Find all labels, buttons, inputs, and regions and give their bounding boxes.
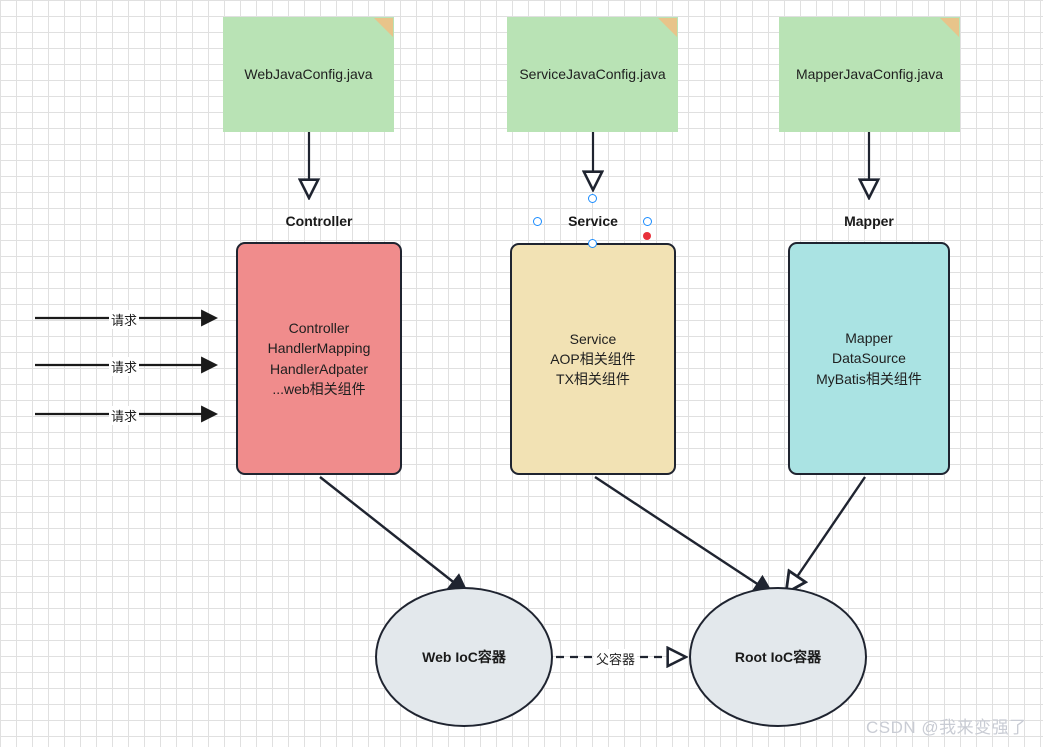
layer-box-text: Controller HandlerMapping HandlerAdpater… [267, 319, 371, 397]
selection-handle-red-connector[interactable] [643, 232, 651, 240]
selection-handle-bottom[interactable] [588, 239, 597, 248]
note-label: ServiceJavaConfig.java [519, 66, 666, 83]
request-arrow-label-2[interactable]: 请求 [109, 357, 140, 376]
request-arrow-label-1[interactable]: 请求 [109, 310, 140, 329]
column-title-controller[interactable]: Controller [285, 213, 353, 229]
edge-controller-to-web-ioc [319, 476, 466, 592]
layer-box-controller[interactable]: Controller HandlerMapping HandlerAdpater… [236, 242, 402, 475]
selection-handle-left[interactable] [533, 217, 542, 226]
note-label: MapperJavaConfig.java [795, 66, 944, 83]
layer-box-text: Mapper DataSource MyBatis相关组件 [816, 330, 922, 387]
note-fold-corner-icon [658, 18, 677, 37]
request-arrow-label-3[interactable]: 请求 [109, 406, 140, 425]
ellipse-label: Web IoC容器 [422, 649, 506, 665]
note-servicejavaconfig[interactable]: ServiceJavaConfig.java [507, 17, 678, 132]
note-fold-corner-icon [374, 18, 393, 37]
column-title-mapper[interactable]: Mapper [844, 213, 894, 229]
ellipse-label: Root IoC容器 [734, 649, 822, 665]
parent-container-edge-label[interactable]: 父容器 [594, 649, 638, 668]
layer-box-text: Service AOP相关组件 TX相关组件 [550, 330, 636, 388]
selection-handle-right[interactable] [643, 217, 652, 226]
edge-service-to-root-ioc [594, 475, 771, 593]
note-fold-corner-icon [940, 18, 959, 37]
ellipse-web-ioc-container[interactable]: Web IoC容器 [375, 587, 553, 727]
note-mapperjavaconfig[interactable]: MapperJavaConfig.java [779, 17, 960, 132]
selection-handle-top[interactable] [588, 194, 597, 203]
note-webjavaconfig[interactable]: WebJavaConfig.java [223, 17, 394, 132]
ellipse-root-ioc-container[interactable]: Root IoC容器 [689, 587, 867, 727]
csdn-watermark: CSDN @我来变强了 [866, 718, 1027, 737]
column-title-service[interactable]: Service [568, 213, 618, 229]
edge-mapper-to-root-ioc [786, 476, 866, 593]
layer-box-service[interactable]: Service AOP相关组件 TX相关组件 [510, 243, 676, 475]
note-label: WebJavaConfig.java [244, 66, 373, 83]
layer-box-mapper[interactable]: Mapper DataSource MyBatis相关组件 [788, 242, 950, 475]
